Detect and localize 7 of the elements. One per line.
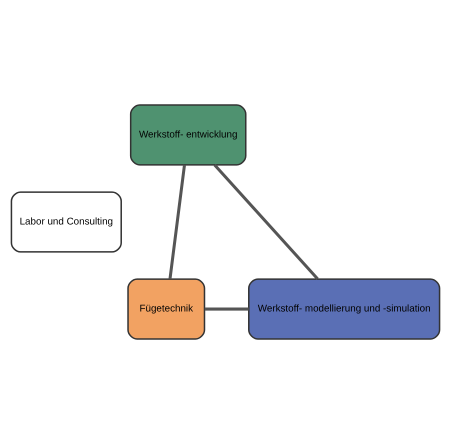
node-box: Werkstoff- modellierung und -simulation [248, 278, 440, 340]
node-box: Fügetechnik [127, 278, 206, 340]
node-box: Labor und Consulting [10, 191, 122, 253]
connector [168, 164, 186, 280]
node-box: Werkstoff- entwicklung [130, 104, 246, 166]
connector [204, 308, 249, 311]
connector [214, 164, 319, 280]
